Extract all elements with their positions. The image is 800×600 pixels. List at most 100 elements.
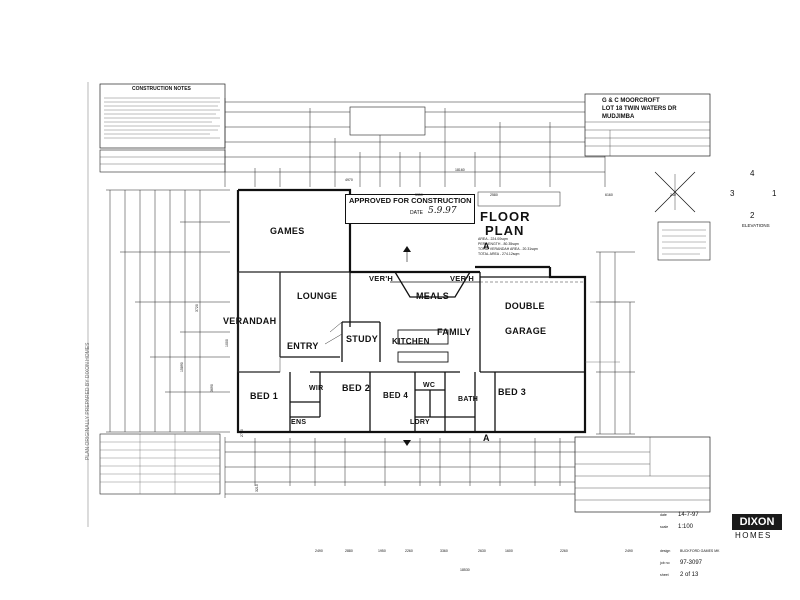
floor-plan-title-1: FLOOR (480, 209, 531, 224)
room-family: FAMILY (437, 327, 471, 337)
dim-top-5: 240 (670, 193, 676, 197)
dim-left-2: 3690 (210, 384, 214, 392)
design-value: BUCKFORD GAMES MK (680, 549, 720, 553)
dixon-logo: DIXON (732, 514, 782, 530)
room-verandah-right: VER'H (450, 274, 475, 283)
elevations-label: ELEVATIONS (742, 223, 770, 228)
dim-bottom-6: 2630 (478, 549, 486, 553)
area-line-2: PER LENGTH - 80.35sqm (478, 242, 519, 246)
garage-side-notes (585, 301, 620, 363)
room-wir: WIR (309, 385, 324, 392)
client-suburb: MUDJIMBA (602, 114, 635, 120)
floor-plan-drawing (87, 82, 711, 527)
room-lounge: LOUNGE (297, 291, 338, 301)
room-verandah: VERANDAH (223, 316, 277, 326)
room-ldry: LDRY (410, 419, 430, 426)
room-bed3: BED 3 (498, 387, 527, 397)
room-ens: ENS (291, 419, 307, 426)
job-label: job no (660, 561, 670, 565)
design-label: design (660, 549, 671, 553)
approval-date-label: DATE (410, 210, 423, 216)
construction-notes-box (99, 83, 226, 149)
dim-left-1: 3720 (195, 304, 199, 312)
house-internal-walls (238, 271, 585, 432)
dim-overall-top: 18160 (455, 168, 465, 172)
room-study: STUDY (346, 334, 379, 344)
dim-bottom-3: 1950 (378, 549, 386, 553)
room-bath: BATH (458, 396, 479, 403)
section-marker-top (403, 246, 411, 262)
room-meals: MEALS (416, 291, 449, 301)
title-block-top (584, 93, 711, 157)
elevation-1: 1 (772, 189, 777, 198)
scale-label: scale (660, 525, 669, 529)
dim-top-3: 2580 (490, 193, 498, 197)
elevation-3: 3 (730, 189, 735, 198)
scale-value: 1:100 (678, 524, 694, 530)
room-verandah-mid: VER'H (369, 274, 394, 283)
elevation-compass-symbol (654, 171, 696, 213)
construction-notes-lines (104, 97, 220, 139)
schedule-box (99, 433, 221, 495)
room-bed1: BED 1 (250, 391, 279, 401)
elevation-2: 2 (750, 211, 755, 220)
house-external-walls (236, 188, 587, 434)
room-wc: WC (423, 382, 436, 389)
amendments-box (99, 149, 226, 173)
right-dimension-lines (596, 251, 635, 435)
dim-bottom-7: 1600 (505, 549, 513, 553)
section-marker-top-label: A (483, 241, 490, 251)
room-kitchen: KITCHEN (392, 337, 430, 346)
left-dimension-lines (106, 189, 230, 433)
bottom-dimension-lines (224, 437, 586, 498)
dim-left-5: 3210 (255, 484, 259, 492)
spec-note-box (349, 106, 426, 136)
section-marker-bottom (403, 440, 411, 446)
schedule-lines (100, 434, 220, 494)
date-label: date (660, 513, 667, 517)
elevation-4: 4 (750, 169, 755, 178)
homes-logo-text: HOMES (735, 531, 772, 540)
title-block-bottom (574, 436, 711, 513)
dim-left-3: 1000 (225, 339, 229, 347)
approval-stamp-text: APPROVED FOR CONSTRUCTION (349, 196, 472, 205)
section-marker-bottom-label: A (483, 433, 490, 443)
date-value: 14-7-97 (678, 512, 699, 518)
truss-note-box (477, 191, 561, 207)
room-bed2: BED 2 (342, 383, 371, 393)
dim-bottom-2: 2880 (345, 549, 353, 553)
client-name: G & C MOORCROFT (602, 98, 660, 104)
room-bed4: BED 4 (383, 391, 409, 400)
elevation-info-lines (662, 229, 706, 255)
approval-date-value: 5.9.97 (428, 206, 457, 216)
room-double: DOUBLE (505, 301, 545, 311)
verandah-outline (237, 271, 281, 373)
dim-overall-bottom: 18530 (460, 568, 470, 572)
dim-left-4: 2770 (240, 429, 244, 437)
dixon-logo-text: DIXON (739, 516, 775, 528)
study-angle-wall (324, 321, 343, 345)
dim-top-2: 3350 (415, 193, 423, 197)
plan-sheet: CONSTRUCTION NOTES G & C MOORCROFT LOT 1… (80, 72, 782, 578)
approval-stamp: APPROVED FOR CONSTRUCTION DATE 5.9.97 (345, 194, 475, 224)
dim-top-4: 6160 (605, 193, 613, 197)
area-line-4: TOTAL AREA - 274.12sqm (478, 252, 520, 256)
dim-bottom-4: 2260 (405, 549, 413, 553)
dim-left-overall: 15890 (180, 362, 184, 372)
elevation-info-box (657, 221, 711, 261)
dim-top-1: 4970 (345, 178, 353, 182)
room-garage: GARAGE (505, 326, 547, 336)
sheet-label: sheet (660, 573, 669, 577)
construction-notes-title: CONSTRUCTION NOTES (132, 86, 191, 92)
client-lot: LOT 18 TWIN WATERS DR (602, 106, 677, 112)
floor-plan-title-2: PLAN (485, 223, 525, 238)
dim-bottom-1: 2490 (315, 549, 323, 553)
room-entry: ENTRY (287, 341, 319, 351)
area-line-3: TOTAL VERANDAH AREA - 20.31sqm (478, 247, 538, 251)
room-games: GAMES (270, 226, 305, 236)
area-line-1: AREA - 224.00sqm (478, 237, 508, 241)
job-value: 97-3097 (680, 560, 703, 566)
sheet-value: 2 of 13 (680, 572, 699, 578)
dim-bottom-5: 3360 (440, 549, 448, 553)
dim-bottom-9: 2490 (625, 549, 633, 553)
